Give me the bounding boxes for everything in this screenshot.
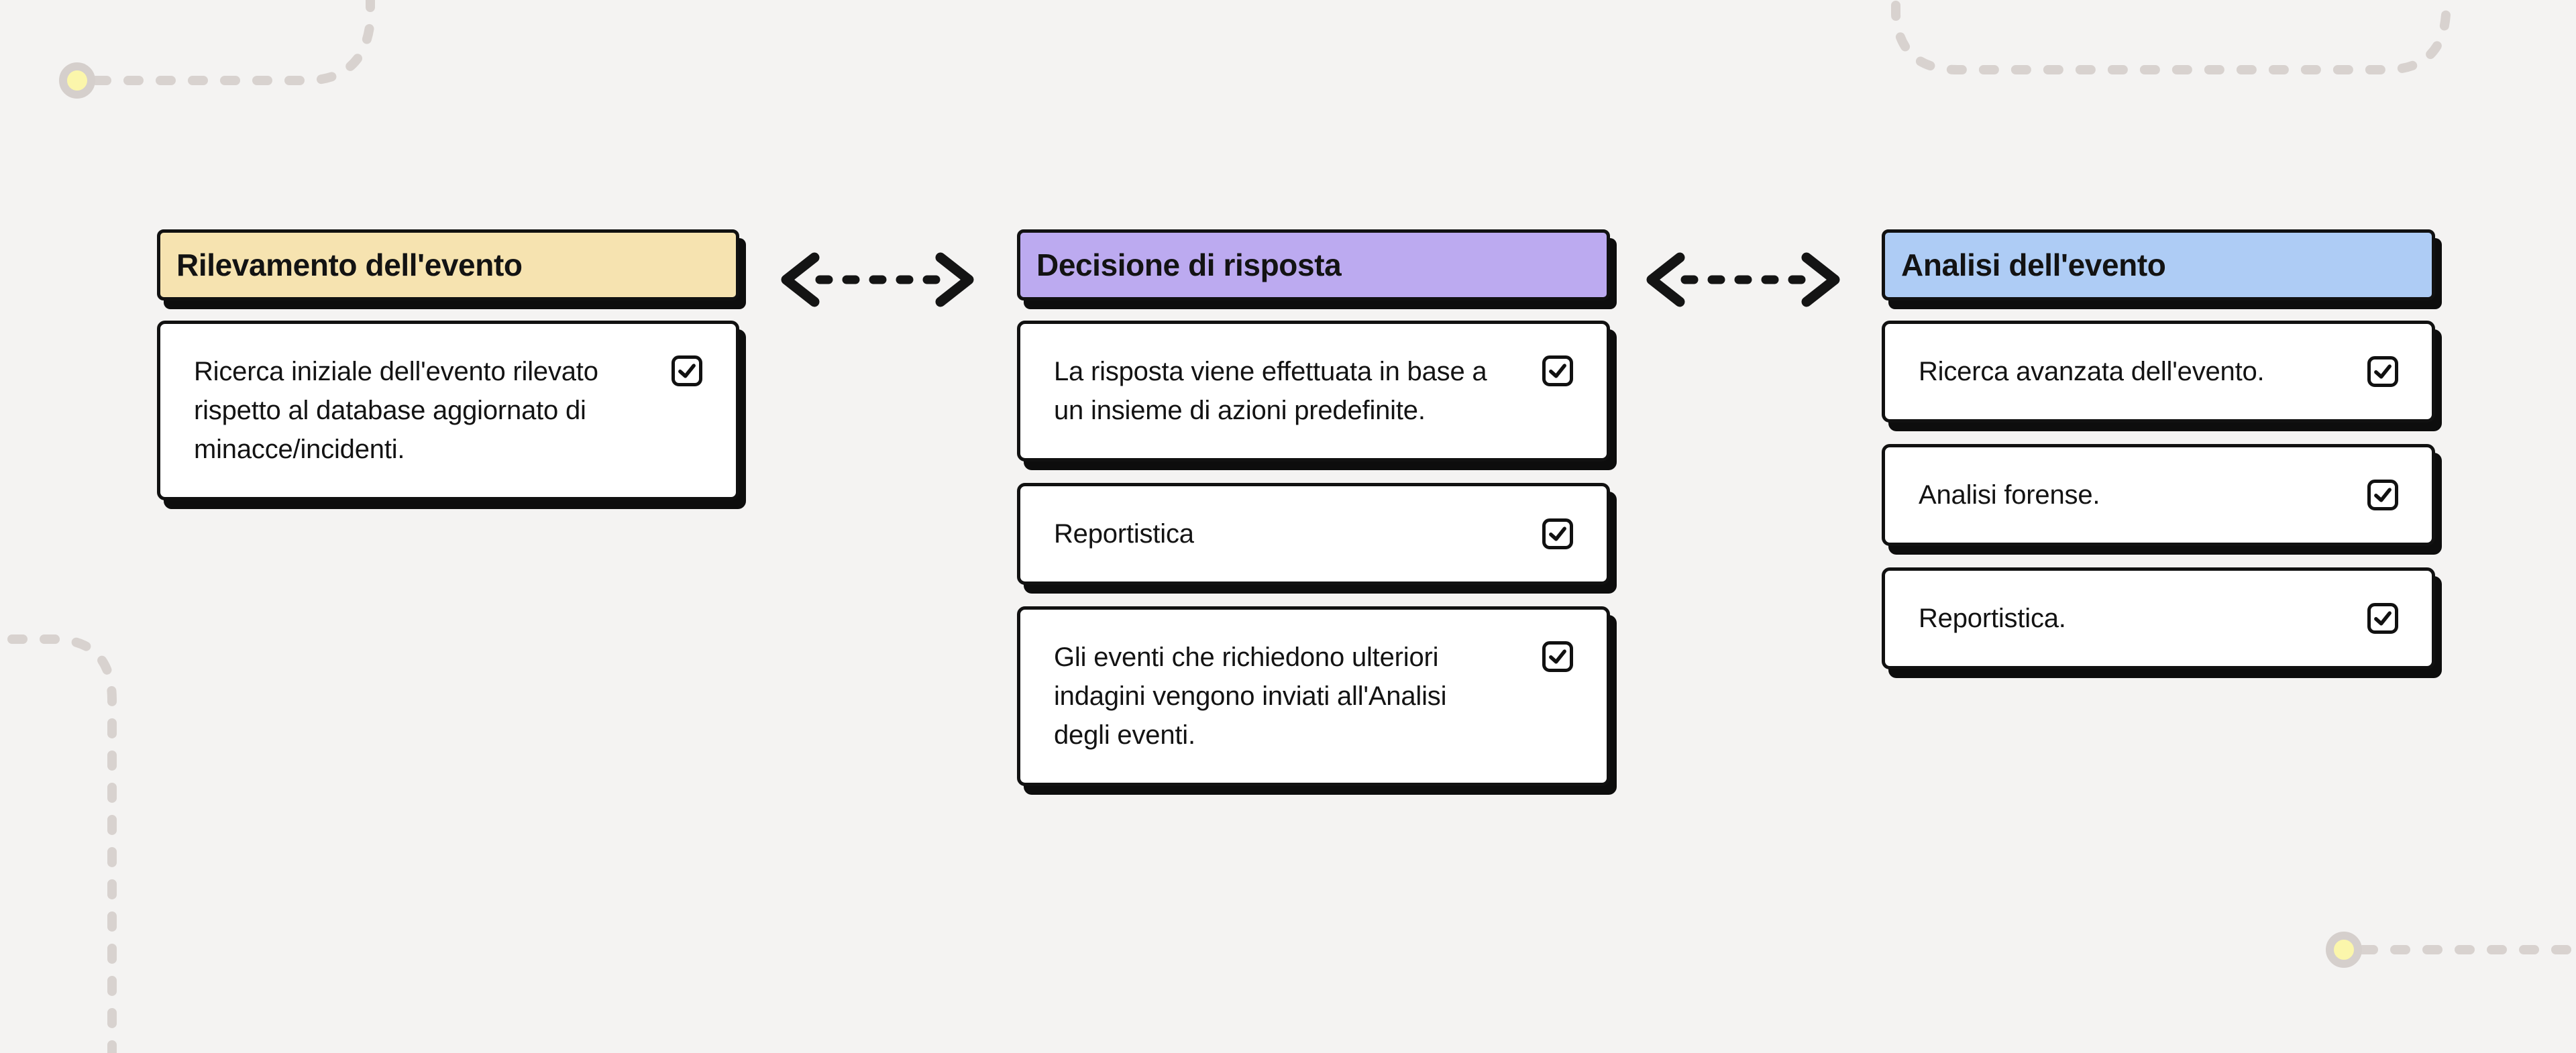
checkbox-checked[interactable] [2367, 356, 2398, 387]
checkbox-checked[interactable] [1542, 518, 1573, 549]
card-text: Reportistica [1054, 519, 1194, 549]
column-header-rilevamento[interactable]: Rilevamento dell'evento [157, 229, 739, 300]
card-reportistica[interactable]: Reportistica [1017, 483, 1610, 585]
check-icon [678, 364, 696, 378]
connector-arrow-2[interactable] [1646, 252, 1840, 307]
arrowhead-right-icon [935, 252, 974, 307]
card-text: Ricerca iniziale dell'evento rilevato ri… [194, 357, 598, 464]
checkbox-checked[interactable] [1542, 641, 1573, 672]
column-header-label: Rilevamento dell'evento [176, 247, 523, 282]
card-ricerca-iniziale[interactable]: Ricerca iniziale dell'evento rilevato ri… [157, 321, 739, 500]
check-icon [2374, 488, 2392, 502]
dashed-corner-top-right [1891, 0, 2451, 74]
check-icon [2374, 611, 2392, 626]
card-text: Reportistica. [1919, 604, 2066, 633]
card-text: Analisi forense. [1919, 480, 2100, 510]
card-reportistica-analisi[interactable]: Reportistica. [1882, 567, 2435, 669]
checkbox-checked[interactable] [2367, 480, 2398, 510]
check-icon [1549, 364, 1566, 378]
column-decisione: Decisione di risposta La risposta viene … [1017, 229, 1610, 808]
check-icon [1549, 649, 1566, 664]
arrowhead-left-icon [781, 252, 820, 307]
check-icon [2374, 364, 2392, 379]
column-header-label: Analisi dell'evento [1901, 247, 2166, 282]
check-icon [1549, 526, 1566, 541]
card-text: Gli eventi che richiedono ulteriori inda… [1054, 643, 1447, 750]
card-eventi-indagini[interactable]: Gli eventi che richiedono ulteriori inda… [1017, 606, 1610, 786]
arrowhead-left-icon [1646, 252, 1685, 307]
column-analisi: Analisi dell'evento Ricerca avanzata del… [1882, 229, 2435, 691]
column-rilevamento: Rilevamento dell'evento Ricerca iniziale… [157, 229, 739, 522]
card-analisi-forense[interactable]: Analisi forense. [1882, 444, 2435, 546]
checkbox-checked[interactable] [672, 355, 702, 386]
decor-node-top-left [59, 62, 95, 99]
column-header-decisione[interactable]: Decisione di risposta [1017, 229, 1610, 300]
dashed-corner-top-left [91, 0, 375, 85]
decor-node-bottom-right [2326, 932, 2362, 968]
dashed-corner-bottom-left [0, 634, 117, 1053]
arrowhead-right-icon [1801, 252, 1840, 307]
checkbox-checked[interactable] [1542, 355, 1573, 386]
connector-arrow-1[interactable] [781, 252, 974, 307]
column-header-analisi[interactable]: Analisi dell'evento [1882, 229, 2435, 300]
card-ricerca-avanzata[interactable]: Ricerca avanzata dell'evento. [1882, 321, 2435, 423]
card-text: Ricerca avanzata dell'evento. [1919, 357, 2265, 386]
column-header-label: Decisione di risposta [1036, 247, 1342, 282]
card-risposta-predefinita[interactable]: La risposta viene effettuata in base a u… [1017, 321, 1610, 461]
checkbox-checked[interactable] [2367, 603, 2398, 634]
card-text: La risposta viene effettuata in base a u… [1054, 357, 1487, 425]
